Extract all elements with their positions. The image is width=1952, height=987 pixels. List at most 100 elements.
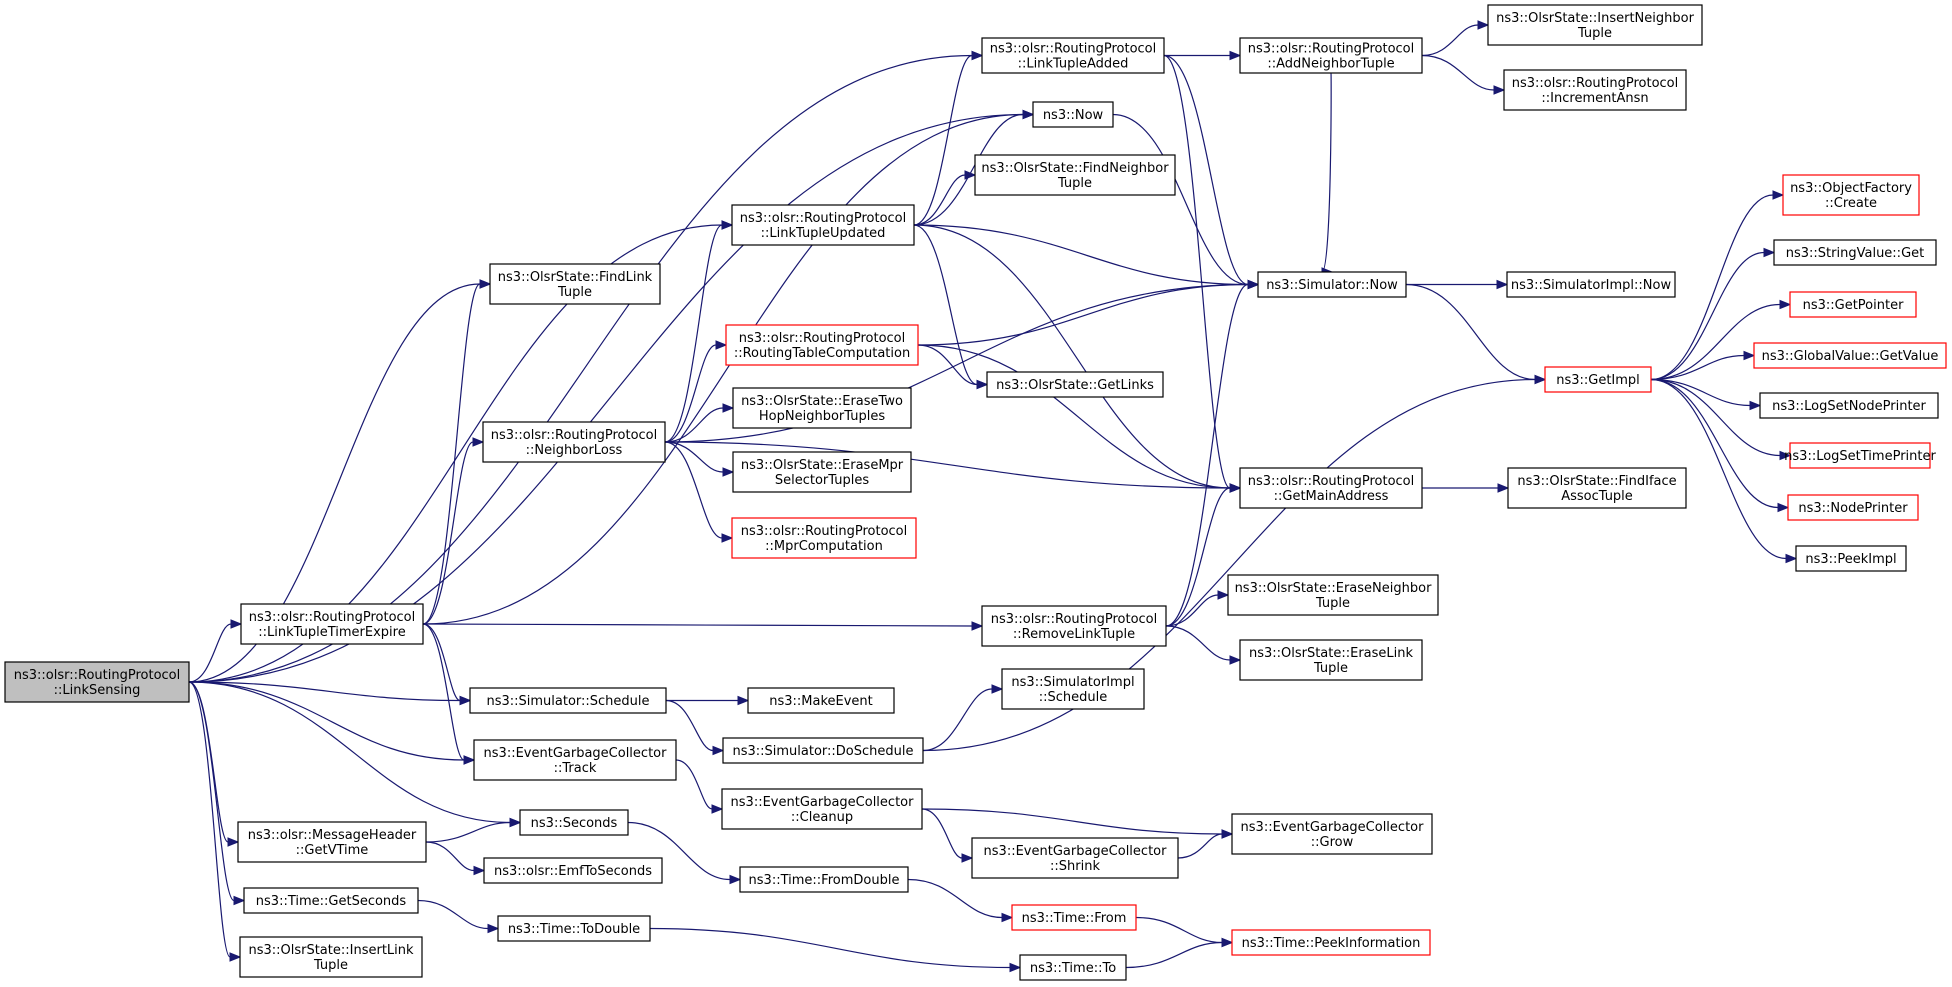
node-box — [732, 387, 912, 429]
node-egc-grow[interactable]: ns3::EventGarbageCollector::Grow — [1231, 813, 1433, 855]
arrowhead — [1749, 400, 1762, 411]
edge-get-vtime-to-seconds — [425, 817, 522, 843]
node-from-double[interactable]: ns3::Time::FromDouble — [739, 866, 909, 893]
node-now[interactable]: ns3::Now — [1032, 101, 1114, 128]
node-time-from[interactable]: ns3::Time::From — [1011, 904, 1137, 931]
edge-remove-link-tuple-to-get-main-address — [1165, 483, 1242, 627]
arrowhead — [971, 621, 984, 631]
edge-line — [188, 681, 511, 824]
node-label: Tuple — [1315, 596, 1350, 611]
node-label: ::MprComputation — [765, 539, 883, 554]
edge-link-sensing-to-time-get-seconds — [188, 681, 246, 906]
node-box — [731, 204, 915, 246]
node-label: ns3::OlsrState::EraseTwo — [741, 394, 903, 409]
arrowhead — [1779, 450, 1792, 461]
node-box — [1032, 101, 1114, 128]
node-link-tuple-timer-expire[interactable]: ns3::olsr::RoutingProtocol::LinkTupleTim… — [240, 603, 424, 645]
node-egc-shrink[interactable]: ns3::EventGarbageCollector::Shrink — [971, 837, 1179, 879]
node-neighbor-loss[interactable]: ns3::olsr::RoutingProtocol::NeighborLoss — [482, 421, 666, 463]
edge-get-impl-to-log-set-time-printer — [1650, 378, 1792, 461]
node-make-event[interactable]: ns3::MakeEvent — [747, 687, 895, 714]
node-log-set-node-printer[interactable]: ns3::LogSetNodePrinter — [1759, 392, 1939, 419]
node-box — [1759, 392, 1939, 419]
node-label: SelectorTuples — [775, 473, 869, 488]
edge-simulator-schedule-to-do-schedule — [665, 699, 725, 756]
arrowhead — [487, 923, 500, 934]
node-get-links[interactable]: ns3::OlsrState::GetLinks — [986, 371, 1164, 398]
node-get-pointer[interactable]: ns3::GetPointer — [1789, 291, 1917, 318]
node-do-schedule[interactable]: ns3::Simulator::DoSchedule — [722, 737, 924, 764]
arrowhead — [479, 279, 492, 289]
node-box — [1231, 813, 1433, 855]
edge-link-tuple-timer-expire-to-remove-link-tuple — [422, 621, 984, 631]
node-label: ns3::OlsrState::InsertNeighbor — [1496, 11, 1694, 26]
node-link-tuple-updated[interactable]: ns3::olsr::RoutingProtocol::LinkTupleUpd… — [731, 204, 915, 246]
edge-line — [913, 224, 1231, 489]
node-egc-track[interactable]: ns3::EventGarbageCollector::Track — [473, 739, 677, 781]
node-simulator-impl-schedule[interactable]: ns3::SimulatorImpl::Schedule — [1001, 668, 1145, 710]
node-label: ns3::Time::ToDouble — [508, 922, 640, 937]
node-get-impl[interactable]: ns3::GetImpl — [1544, 366, 1652, 393]
node-peek-impl[interactable]: ns3::PeekImpl — [1795, 545, 1907, 572]
node-erase-two-hop[interactable]: ns3::OlsrState::EraseTwoHopNeighborTuple… — [732, 387, 912, 429]
node-simulator-now[interactable]: ns3::Simulator::Now — [1257, 271, 1407, 298]
node-link-sensing[interactable]: ns3::olsr::RoutingProtocol::LinkSensing — [4, 661, 190, 703]
node-label: ns3::OlsrState::EraseNeighbor — [1235, 581, 1433, 596]
node-box — [722, 737, 924, 764]
node-routing-table-computation[interactable]: ns3::olsr::RoutingProtocol::RoutingTable… — [725, 324, 919, 366]
node-label: ns3::LogSetTimePrinter — [1784, 449, 1936, 464]
node-add-neighbor-tuple[interactable]: ns3::olsr::RoutingProtocol::AddNeighborT… — [1239, 37, 1423, 74]
edge-time-to-to-peek-information — [1125, 937, 1234, 969]
edge-get-impl-to-get-pointer — [1650, 299, 1792, 381]
node-node-printer[interactable]: ns3::NodePrinter — [1787, 494, 1919, 521]
edge-line — [188, 681, 461, 702]
node-label: ::GetVTime — [296, 843, 369, 858]
node-get-vtime[interactable]: ns3::olsr::MessageHeader::GetVTime — [237, 821, 427, 863]
node-label: ns3::EventGarbageCollector — [984, 844, 1168, 859]
edge-add-neighbor-tuple-to-increment-ansn — [1421, 54, 1506, 95]
node-simulator-impl-now[interactable]: ns3::SimulatorImpl::Now — [1506, 271, 1676, 298]
edge-now-to-simulator-now — [1112, 113, 1260, 290]
node-box — [981, 605, 1167, 647]
node-emf-to-seconds[interactable]: ns3::olsr::EmfToSeconds — [483, 857, 663, 884]
node-object-factory-create[interactable]: ns3::ObjectFactory::Create — [1782, 174, 1920, 216]
node-get-main-address[interactable]: ns3::olsr::RoutingProtocol::GetMainAddre… — [1239, 467, 1423, 509]
arrowhead — [1229, 483, 1242, 493]
node-label: ::Schedule — [1039, 690, 1108, 705]
node-box — [1782, 174, 1920, 216]
node-label: ns3::StringValue::Get — [1786, 246, 1924, 261]
edge-get-impl-to-object-factory-create — [1650, 190, 1785, 381]
node-time-to[interactable]: ns3::Time::To — [1019, 954, 1127, 981]
edge-link-tuple-added-to-simulator-now — [1163, 54, 1260, 290]
arrowhead — [1497, 483, 1510, 493]
node-to-double[interactable]: ns3::Time::ToDouble — [497, 915, 651, 942]
edge-line — [188, 681, 231, 958]
node-label: ns3::OlsrState::EraseLink — [1249, 646, 1414, 661]
edge-simulator-now-to-simulator-impl-now — [1406, 279, 1509, 290]
node-remove-link-tuple[interactable]: ns3::olsr::RoutingProtocol::RemoveLinkTu… — [981, 605, 1167, 647]
node-label: ::LinkSensing — [54, 683, 141, 698]
node-egc-cleanup[interactable]: ns3::EventGarbageCollector::Cleanup — [721, 788, 923, 830]
edge-line — [664, 407, 724, 443]
node-link-tuple-added[interactable]: ns3::olsr::RoutingProtocol::LinkTupleAdd… — [981, 37, 1165, 74]
node-simulator-schedule[interactable]: ns3::Simulator::Schedule — [469, 687, 667, 714]
node-peek-information[interactable]: ns3::Time::PeekInformation — [1231, 929, 1431, 956]
node-label: ns3::EventGarbageCollector — [1241, 820, 1425, 835]
node-time-get-seconds[interactable]: ns3::Time::GetSeconds — [243, 887, 419, 914]
node-string-value-get[interactable]: ns3::StringValue::Get — [1773, 239, 1937, 266]
edge-get-impl-to-node-printer — [1650, 378, 1790, 513]
edge-line — [422, 283, 481, 625]
node-seconds[interactable]: ns3::Seconds — [519, 809, 629, 836]
node-log-set-time-printer[interactable]: ns3::LogSetTimePrinter — [1784, 442, 1936, 469]
node-global-value-get-value[interactable]: ns3::GlobalValue::GetValue — [1753, 342, 1947, 369]
node-increment-ansn[interactable]: ns3::olsr::RoutingProtocol::IncrementAns… — [1503, 69, 1687, 111]
node-mpr-computation[interactable]: ns3::olsr::RoutingProtocol::MprComputati… — [731, 517, 917, 559]
